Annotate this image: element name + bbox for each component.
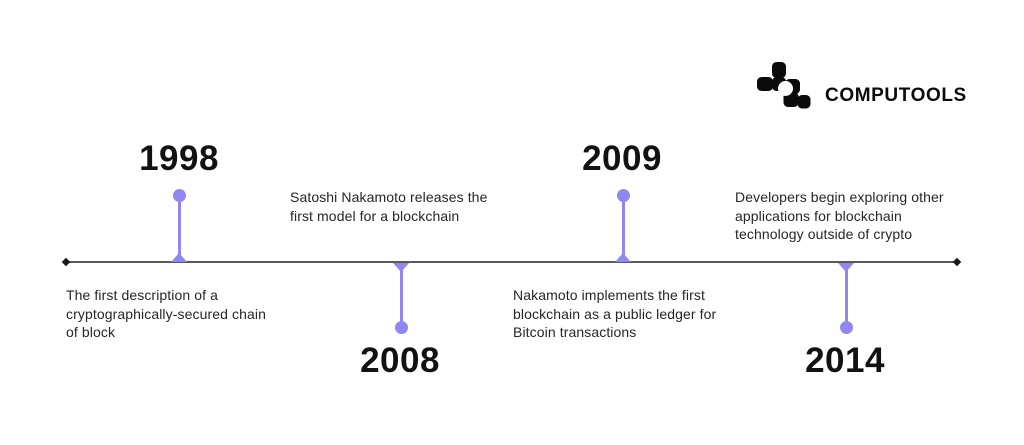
computools-cluster-glyph-icon: [757, 62, 811, 109]
marker-stem: [399, 263, 403, 328]
timeline-marker-2008: [393, 263, 409, 334]
marker-arrow-icon: [838, 263, 854, 272]
event-description-2009: Nakamoto implements the first blockchain…: [513, 287, 717, 340]
timeline-end-dot: [952, 257, 962, 266]
timeline-marker-1998: [171, 189, 187, 262]
year-label-2009: 2009: [582, 139, 662, 178]
marker-arrow-icon: [393, 263, 409, 272]
event-description-2014: Developers begin exploring other applica…: [735, 189, 944, 242]
computools-wordmark: COMPUTOOLS: [825, 85, 967, 106]
timeline-marker-2014: [838, 263, 854, 334]
event-description-1998: The first description of a cryptographic…: [66, 287, 266, 340]
marker-stem: [177, 195, 181, 262]
year-label-2014: 2014: [805, 341, 885, 380]
timeline-start-dot: [61, 257, 71, 266]
marker-arrow-icon: [171, 253, 187, 262]
marker-stem: [621, 195, 625, 262]
computools-logo: COMPUTOOLS: [755, 60, 967, 109]
timeline-axis: [61, 257, 962, 266]
marker-stem: [844, 263, 848, 328]
event-description-2008: Satoshi Nakamoto releases the first mode…: [290, 189, 488, 224]
timeline-marker-2009: [615, 189, 631, 262]
marker-arrow-icon: [615, 253, 631, 262]
year-label-1998: 1998: [139, 139, 219, 178]
year-label-2008: 2008: [360, 341, 440, 380]
